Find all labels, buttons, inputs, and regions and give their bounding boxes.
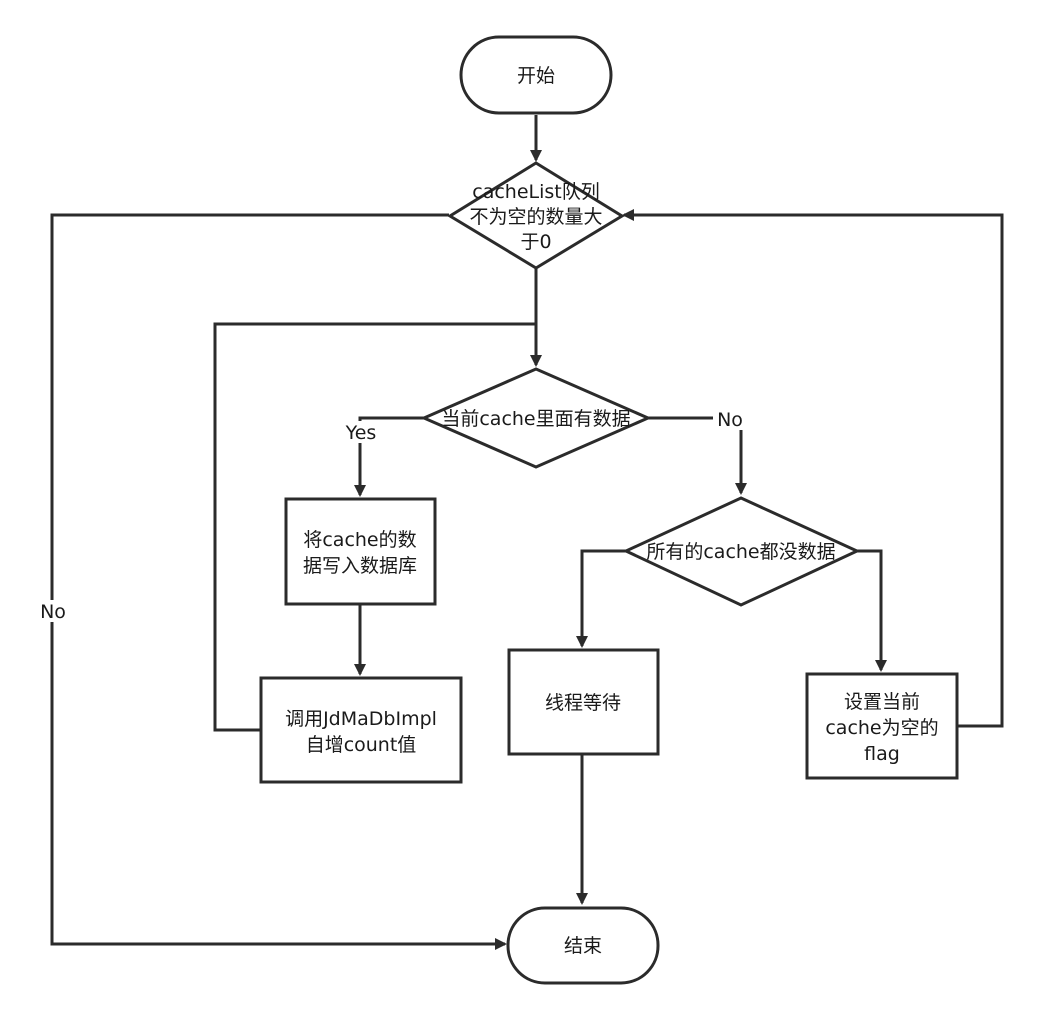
yes-label-bg bbox=[343, 421, 379, 443]
check-list-line-2: 不为空的数量大 bbox=[469, 206, 602, 228]
call-increment-process bbox=[259, 676, 463, 784]
start-label: 开始 bbox=[517, 65, 555, 87]
check-list-line-1: cacheList队列 bbox=[472, 181, 599, 203]
edge-yes-to-write-db bbox=[354, 416, 424, 497]
no-right-label-bg bbox=[713, 408, 747, 430]
edge-to-set-flag bbox=[856, 549, 887, 672]
end-label: 结束 bbox=[564, 935, 602, 957]
check-list-decision bbox=[447, 161, 625, 270]
thread-wait-label: 线程等待 bbox=[545, 692, 621, 714]
check-all-empty-label: 所有的cache都没数据 bbox=[646, 541, 835, 563]
no-left-label: No bbox=[40, 601, 66, 623]
check-all-empty-decision bbox=[622, 496, 861, 607]
edge-to-thread-wait bbox=[576, 549, 627, 648]
check-cache-decision bbox=[420, 367, 652, 469]
write-db-line-2: 据写入数据库 bbox=[303, 555, 417, 577]
edge-loop-back-to-check-cache bbox=[213, 322, 536, 732]
check-cache-label: 当前cache里面有数据 bbox=[441, 408, 630, 430]
edge-no-to-end bbox=[50, 213, 507, 950]
end-terminal bbox=[506, 906, 660, 985]
yes-label: Yes bbox=[345, 422, 377, 444]
start-terminal bbox=[459, 35, 613, 115]
write-db-line-1: 将cache的数 bbox=[303, 529, 416, 551]
call-increment-line-2: 自增count值 bbox=[306, 734, 417, 756]
no-right-label: No bbox=[717, 409, 743, 431]
set-flag-process bbox=[805, 672, 959, 780]
check-list-line-3: 于0 bbox=[520, 231, 551, 253]
no-left-label-bg bbox=[37, 600, 69, 622]
set-flag-line-2: cache为空的 bbox=[825, 717, 938, 739]
set-flag-line-3: flag bbox=[864, 743, 900, 765]
write-db-process bbox=[284, 497, 437, 606]
edge-set-flag-to-check-list bbox=[622, 209, 1004, 728]
set-flag-line-1: 设置当前 bbox=[844, 691, 920, 713]
call-increment-line-1: 调用JdMaDbImpl bbox=[285, 708, 437, 730]
thread-wait-process bbox=[507, 648, 660, 756]
